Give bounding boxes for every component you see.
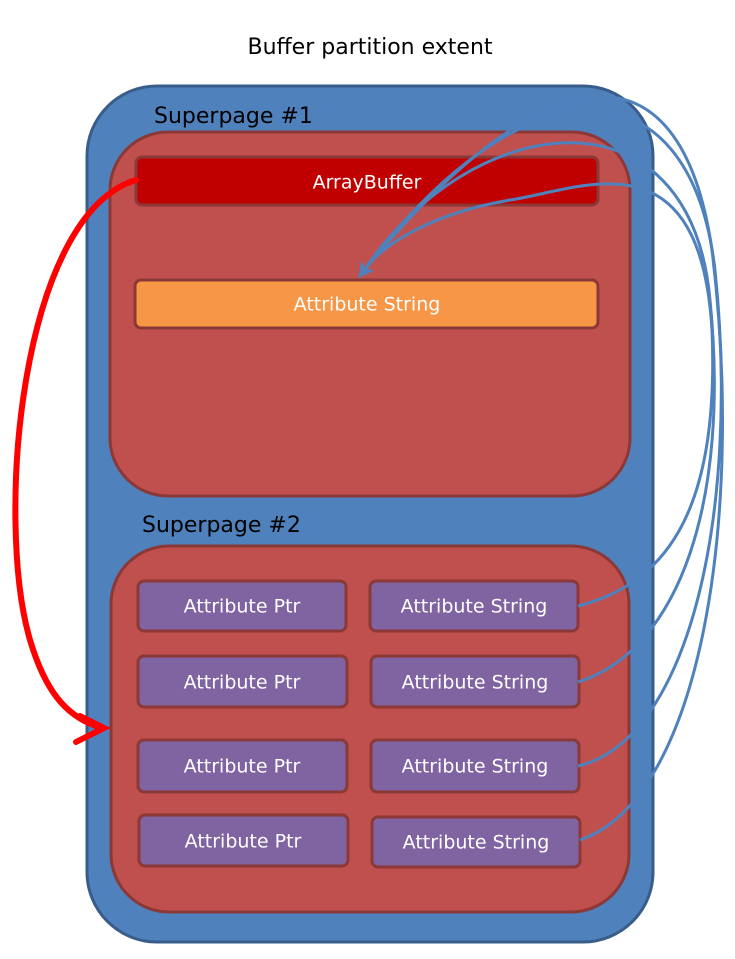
attribute-string-box — [370, 815, 582, 869]
superpage-1-label: Superpage #1 — [154, 104, 313, 129]
diagram-title: Buffer partition extent — [247, 35, 492, 60]
array-buffer-label: ArrayBuffer — [313, 172, 422, 194]
blue-pointer-arrow — [358, 141, 716, 684]
attribute-ptr-box — [137, 813, 350, 868]
superpage-1-attribute-string-box — [133, 278, 600, 330]
attribute-string-label: Attribute String — [402, 672, 549, 694]
blue-pointer-arrow — [358, 182, 715, 608]
red-pointer-arrow — [12, 177, 139, 729]
attribute-ptr-label: Attribute Ptr — [184, 672, 301, 694]
attribute-string-label: Attribute String — [402, 756, 549, 778]
superpage-2-label: Superpage #2 — [142, 513, 301, 538]
superpage-1-attribute-string-label: Attribute String — [294, 294, 441, 316]
blue-pointer-arrow — [358, 95, 724, 842]
attribute-ptr-box — [136, 654, 349, 709]
attribute-ptr-box — [136, 738, 349, 794]
attribute-ptr-box — [136, 579, 348, 633]
attribute-ptr-label: Attribute Ptr — [185, 831, 302, 853]
attribute-ptr-label: Attribute Ptr — [184, 596, 301, 618]
attribute-string-label: Attribute String — [403, 832, 550, 854]
red-arrowhead — [73, 713, 111, 745]
attribute-ptr-label: Attribute Ptr — [184, 756, 301, 778]
attribute-string-label: Attribute String — [401, 596, 548, 618]
